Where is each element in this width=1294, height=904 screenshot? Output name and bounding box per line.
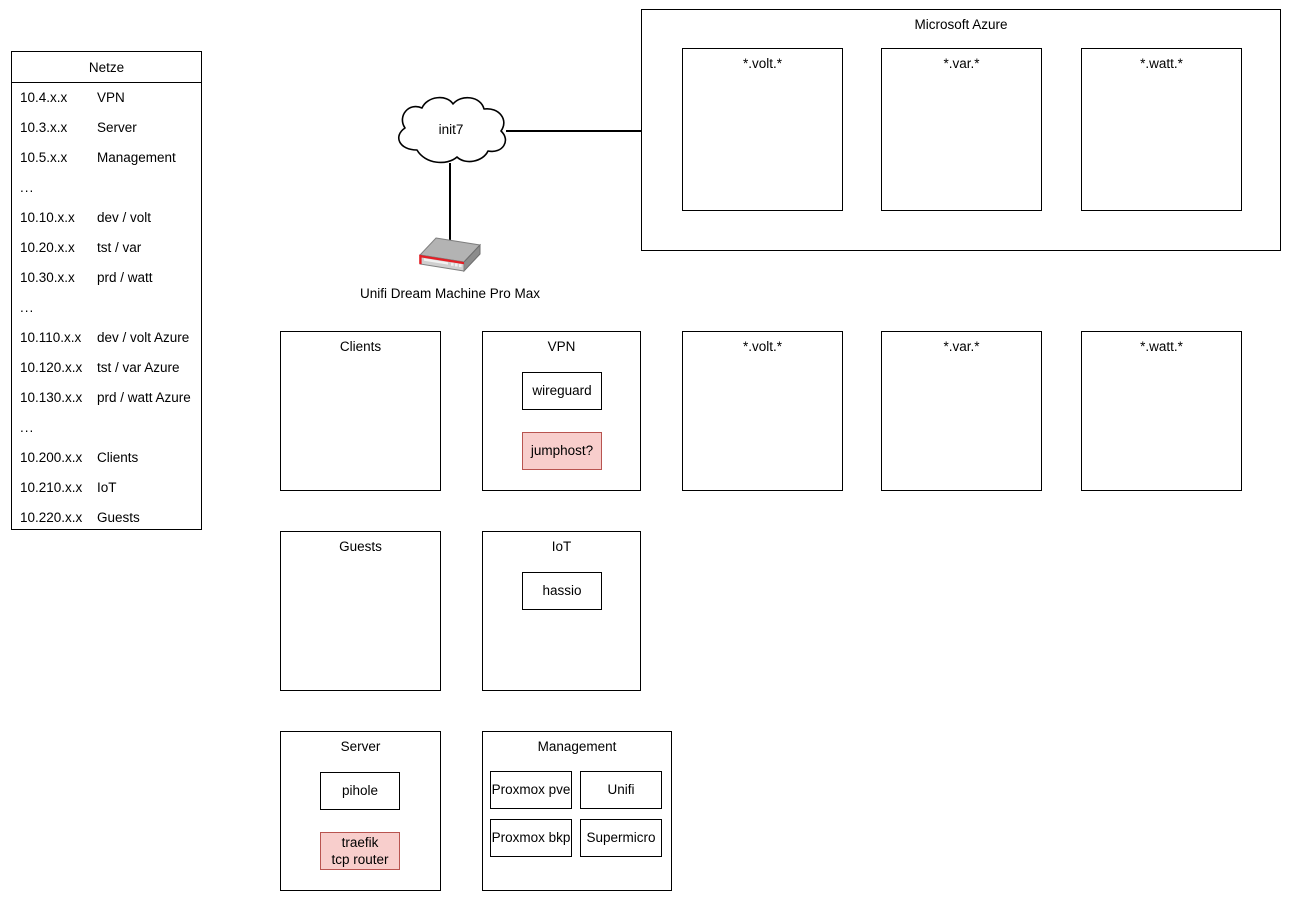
connector-cloud-to-azure bbox=[506, 130, 642, 132]
netze-row-cidr: 10.110.x.x bbox=[20, 330, 82, 345]
init7-cloud-label: init7 bbox=[438, 122, 464, 137]
vlan-container-clients: Clients bbox=[280, 331, 441, 491]
management-container: Management bbox=[482, 731, 672, 891]
netze-row-label: Management bbox=[97, 150, 176, 165]
vlan-node: pihole bbox=[320, 772, 400, 810]
management-node-label: Supermicro bbox=[586, 830, 656, 846]
netze-row-cidr: 10.120.x.x bbox=[20, 360, 83, 375]
azure-zone-title: *.volt.* bbox=[742, 56, 783, 71]
management-node: Proxmox pve bbox=[490, 771, 572, 809]
netze-row-cidr: 10.220.x.x bbox=[20, 510, 83, 525]
netze-row-cidr: 10.130.x.x bbox=[20, 390, 83, 405]
netze-row: 10.30.x.x prd / watt bbox=[12, 263, 201, 293]
unifi-device-caption: Unifi Dream Machine Pro Max bbox=[359, 286, 541, 301]
netze-row-cidr: 10.20.x.x bbox=[20, 240, 75, 255]
netze-row: ... bbox=[12, 293, 201, 323]
netze-row-ellipsis: ... bbox=[20, 180, 35, 195]
vlan-node-label: hassio bbox=[542, 583, 582, 599]
azure-zone-title: *.watt.* bbox=[1140, 56, 1183, 71]
vlan-container-title: Server bbox=[340, 739, 381, 754]
azure-zone-box: *.var.* bbox=[881, 48, 1042, 211]
vlan-node-label-line1: traefik bbox=[341, 834, 379, 850]
netze-row: ... bbox=[12, 413, 201, 443]
netze-table: Netze 10.4.x.x VPN 10.3.x.x Server 10.5.x.x M… bbox=[11, 51, 202, 530]
vlan-container-guests: Guests bbox=[280, 531, 441, 691]
netze-row-label: tst / var bbox=[97, 240, 142, 255]
netze-row-cidr: 10.30.x.x bbox=[20, 270, 75, 285]
netze-row-label: dev / volt Azure bbox=[97, 330, 190, 345]
management-node: Unifi bbox=[580, 771, 662, 809]
netze-row-label: dev / volt bbox=[97, 210, 152, 225]
netze-row-cidr: 10.210.x.x bbox=[20, 480, 83, 495]
init7-cloud: init7 bbox=[389, 92, 513, 170]
netze-row-cidr: 10.10.x.x bbox=[20, 210, 75, 225]
azure-zone-box: *.watt.* bbox=[1081, 48, 1242, 211]
azure-zone-box: *.volt.* bbox=[682, 48, 843, 211]
management-node: Supermicro bbox=[580, 819, 662, 857]
netze-row: 10.210.x.x IoT bbox=[12, 473, 201, 503]
vlan-node-label: traefik tcp router bbox=[331, 834, 388, 869]
vlan-node-label: wireguard bbox=[532, 383, 592, 399]
netze-row-label: VPN bbox=[97, 90, 125, 105]
vlan-container-var: *.var.* bbox=[881, 331, 1042, 491]
netze-row: 10.130.x.x prd / watt Azure bbox=[12, 383, 201, 413]
netze-row: 10.5.x.x Management bbox=[12, 143, 201, 173]
vlan-container-watt: *.watt.* bbox=[1081, 331, 1242, 491]
vlan-container-title: *.volt.* bbox=[742, 339, 783, 354]
netze-row: 10.120.x.x tst / var Azure bbox=[12, 353, 201, 383]
netze-row-label: Clients bbox=[97, 450, 139, 465]
vlan-container-title: IoT bbox=[551, 539, 572, 554]
netze-table-body: 10.4.x.x VPN 10.3.x.x Server 10.5.x.x Managem… bbox=[12, 83, 201, 529]
netze-table-header: Netze bbox=[12, 52, 201, 83]
netze-row-label: IoT bbox=[97, 480, 117, 495]
netze-row-cidr: 10.5.x.x bbox=[20, 150, 68, 165]
azure-container-title: Microsoft Azure bbox=[914, 17, 1008, 32]
netze-row: 10.4.x.x VPN bbox=[12, 83, 201, 113]
netze-row: 10.220.x.x Guests bbox=[12, 503, 201, 533]
vlan-container-title: Guests bbox=[339, 539, 382, 554]
vlan-node-label: pihole bbox=[341, 783, 379, 799]
netze-row-ellipsis: ... bbox=[20, 300, 35, 315]
vlan-container-title: Clients bbox=[339, 339, 382, 354]
vlan-node-label-line2: tcp router bbox=[331, 852, 389, 867]
connector-cloud-to-device bbox=[449, 163, 451, 240]
netze-row: 10.10.x.x dev / volt bbox=[12, 203, 201, 233]
vlan-container-title: VPN bbox=[547, 339, 576, 354]
netze-row: 10.200.x.x Clients bbox=[12, 443, 201, 473]
management-container-title: Management bbox=[537, 739, 617, 754]
netze-row: 10.3.x.x Server bbox=[12, 113, 201, 143]
netze-row-cidr: 10.4.x.x bbox=[20, 90, 68, 105]
azure-zone-title: *.var.* bbox=[943, 56, 980, 71]
vlan-node-highlight: jumphost? bbox=[522, 432, 602, 470]
vlan-container-title: *.var.* bbox=[943, 339, 980, 354]
vlan-node: hassio bbox=[522, 572, 602, 610]
netze-row: 10.110.x.x dev / volt Azure bbox=[12, 323, 201, 353]
netze-row-label: Server bbox=[97, 120, 137, 135]
vlan-container-volt: *.volt.* bbox=[682, 331, 843, 491]
management-node-label: Unifi bbox=[607, 782, 635, 798]
vlan-container-title: *.watt.* bbox=[1140, 339, 1183, 354]
netze-row-label: tst / var Azure bbox=[97, 360, 180, 375]
netze-row-label: prd / watt bbox=[97, 270, 153, 285]
netze-row-cidr: 10.200.x.x bbox=[20, 450, 83, 465]
management-node-label: Proxmox bkp bbox=[491, 830, 571, 846]
vlan-node: wireguard bbox=[522, 372, 602, 410]
management-node: Proxmox bkp bbox=[490, 819, 572, 857]
netze-row: 10.20.x.x tst / var bbox=[12, 233, 201, 263]
vlan-node-label: jumphost? bbox=[530, 443, 594, 459]
netze-row: ... bbox=[12, 173, 201, 203]
netze-row-label: prd / watt Azure bbox=[97, 390, 191, 405]
unifi-dream-machine-icon bbox=[418, 236, 482, 280]
netze-row-cidr: 10.3.x.x bbox=[20, 120, 68, 135]
vlan-container-iot: IoT bbox=[482, 531, 641, 691]
vlan-node-highlight: traefik tcp router bbox=[320, 832, 400, 870]
management-node-label: Proxmox pve bbox=[491, 782, 571, 798]
netze-row-label: Guests bbox=[97, 510, 140, 525]
netze-row-ellipsis: ... bbox=[20, 420, 35, 435]
